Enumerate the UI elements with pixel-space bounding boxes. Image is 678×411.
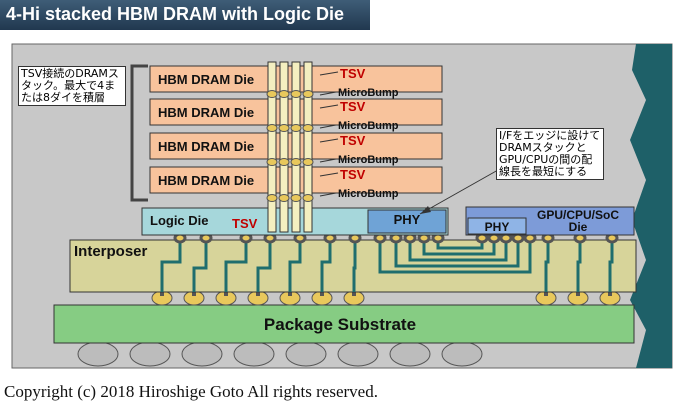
tsv-column: [267, 61, 277, 233]
package-balls: [77, 341, 483, 367]
tsv-pointer: [319, 71, 339, 76]
interposer-wire: [378, 236, 532, 274]
package-label: Package Substrate: [264, 315, 416, 334]
microbump-label: MicroBump: [338, 120, 399, 132]
microbump-label: MicroBump: [338, 87, 399, 99]
tsv-label: TSV: [340, 66, 366, 81]
microbump: [302, 90, 314, 98]
package-ball: [129, 341, 171, 367]
tsv-pointer: [319, 172, 339, 177]
interposer-wire: [608, 236, 614, 292]
logic-die-label: Logic Die: [150, 213, 209, 228]
stack-bracket: [130, 64, 148, 202]
soc-label-line1: GPU/CPU/SoC: [537, 208, 619, 222]
interposer-bump-post: [576, 290, 580, 296]
tsv-label: TSV: [340, 167, 366, 182]
microbump: [278, 124, 290, 132]
interposer-bump-post: [352, 290, 356, 296]
tsv-label: TSV: [340, 99, 366, 114]
interposer-wire: [394, 236, 520, 268]
package-ball: [181, 341, 223, 367]
interposer-bump-post: [192, 290, 196, 296]
interposer-wire: [544, 236, 550, 292]
logic-tsv-label: TSV: [232, 216, 258, 231]
microbump: [302, 158, 314, 166]
microbump: [278, 194, 290, 202]
note-arrow: [419, 169, 499, 215]
interposer-wire: [192, 236, 208, 292]
interposer-bumps: [151, 290, 621, 306]
interposer-wire: [408, 236, 508, 262]
interposer-bump-post: [608, 290, 612, 296]
microbump-label: MicroBump: [338, 188, 399, 200]
microbump: [290, 90, 302, 98]
edge-band: [630, 44, 672, 368]
microbump: [302, 194, 314, 202]
interposer-bump-post: [256, 290, 260, 296]
title-bar: 4-Hi stacked HBM DRAM with Logic Die: [0, 0, 370, 30]
interposer-bump-post: [224, 290, 228, 296]
interposer-wire: [320, 236, 332, 292]
package-ball: [389, 341, 431, 367]
note-left: TSV接続のDRAMスタック。最大で4または8ダイを積層: [18, 66, 126, 106]
interposer-wiring: [160, 232, 619, 292]
note-left-text: TSV接続のDRAMスタック。最大で4または8ダイを積層: [21, 67, 119, 104]
tsv-column: [303, 61, 313, 233]
logic-phy-label: PHY: [394, 212, 421, 227]
soc-phy-label: PHY: [485, 220, 510, 234]
interposer-wire: [224, 236, 248, 292]
package-substrate: [53, 304, 635, 344]
page-title: 4-Hi stacked HBM DRAM with Logic Die: [6, 4, 345, 24]
tsv-label: TSV: [340, 133, 366, 148]
dram-die-label: HBM DRAM Die: [158, 139, 254, 154]
dram-die-label: HBM DRAM Die: [158, 105, 254, 120]
microbump-pointer: [319, 124, 337, 129]
interposer-bump-post: [544, 290, 548, 296]
microbump-pointer: [319, 91, 337, 96]
package-ball: [77, 341, 119, 367]
package-ball: [233, 341, 275, 367]
package-ball: [285, 341, 327, 367]
interposer-wire: [288, 236, 302, 292]
tsv-column: [291, 61, 301, 233]
microbump: [266, 90, 278, 98]
microbump: [266, 158, 278, 166]
tsv-column: [279, 61, 289, 233]
soc-label-line2: Die: [569, 220, 588, 234]
microbump: [278, 158, 290, 166]
interposer-bump-post: [288, 290, 292, 296]
interposer-label: Interposer: [74, 243, 148, 260]
interposer-bump-post: [160, 290, 164, 296]
microbump-pointer: [319, 192, 337, 197]
note-arrow-head: [420, 206, 431, 214]
microbump: [290, 158, 302, 166]
interposer-wire: [160, 236, 182, 292]
tsv-pointer: [319, 138, 339, 143]
soc-phy: [467, 217, 527, 235]
package-ball: [441, 341, 483, 367]
copyright: Copyright (c) 2018 Hiroshige Goto All ri…: [4, 382, 378, 401]
note-right: I/Fをエッジに設けてDRAMスタックとGPU/CPUの間の配線長を最短にする: [496, 128, 604, 180]
microbump: [290, 194, 302, 202]
interposer-wire: [256, 236, 272, 292]
tsv-pointer: [319, 104, 339, 109]
microbump: [278, 90, 290, 98]
logic-phy: [367, 209, 447, 234]
interposer-wire: [422, 236, 496, 256]
note-right-text: I/Fをエッジに設けてDRAMスタックとGPU/CPUの間の配線長を最短にする: [499, 129, 601, 178]
interposer-bump-post: [320, 290, 324, 296]
package-ball: [337, 341, 379, 367]
dram-die-label: HBM DRAM Die: [158, 72, 254, 87]
microbump-label: MicroBump: [338, 154, 399, 166]
microbump: [290, 124, 302, 132]
dram-die-label: HBM DRAM Die: [158, 173, 254, 188]
microbump: [266, 194, 278, 202]
microbump: [302, 124, 314, 132]
interposer-wire: [576, 236, 582, 292]
interposer-wire: [352, 236, 357, 292]
microbump: [266, 124, 278, 132]
microbump-pointer: [319, 158, 337, 163]
